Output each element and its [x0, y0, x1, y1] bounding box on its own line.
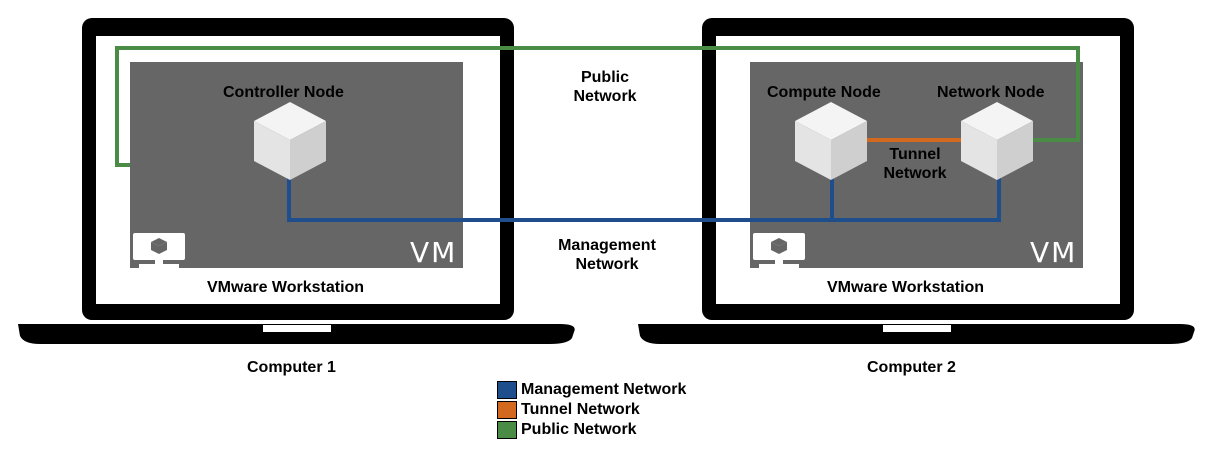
computer-2-label: Computer 2	[867, 359, 956, 376]
vmware-workstation-label-1: VMware Workstation	[207, 279, 365, 296]
legend: Management Network Tunnel Network Public…	[497, 380, 686, 440]
legend-label-tunnel: Tunnel Network	[521, 401, 640, 418]
laptop-2-base	[638, 324, 1195, 344]
controller-node-cube	[254, 102, 326, 180]
legend-item-tunnel: Tunnel Network	[497, 400, 686, 420]
monitor-icon	[133, 233, 185, 268]
compute-node-label: Compute Node	[767, 84, 881, 101]
legend-label-management: Management Network	[521, 381, 687, 398]
controller-node-label: Controller Node	[223, 84, 344, 101]
compute-node-cube	[795, 102, 867, 180]
legend-swatch-management	[497, 381, 517, 399]
laptop-1-trackpad	[263, 325, 331, 332]
legend-swatch-tunnel	[497, 401, 517, 419]
legend-item-public: Public Network	[497, 420, 686, 440]
management-network-label: Management Network	[558, 237, 656, 273]
network-node-cube	[961, 102, 1033, 180]
network-node-label: Network Node	[937, 84, 1045, 101]
computer-1-label: Computer 1	[247, 359, 336, 376]
public-network-label: Public Network	[573, 69, 637, 105]
legend-swatch-public	[497, 421, 517, 439]
tunnel-network-label: Tunnel Network	[883, 146, 947, 182]
monitor-icon	[753, 233, 805, 268]
vmware-workstation-label-2: VMware Workstation	[827, 279, 985, 296]
legend-item-management: Management Network	[497, 380, 686, 400]
public-network-line	[115, 46, 1080, 167]
laptop-2-trackpad	[883, 325, 951, 332]
laptop-1-base	[18, 324, 575, 344]
vm-logo-1: VM	[410, 236, 457, 269]
vm-logo-2: VM	[1030, 236, 1077, 269]
legend-label-public: Public Network	[521, 421, 637, 438]
management-network-line	[287, 178, 1001, 222]
